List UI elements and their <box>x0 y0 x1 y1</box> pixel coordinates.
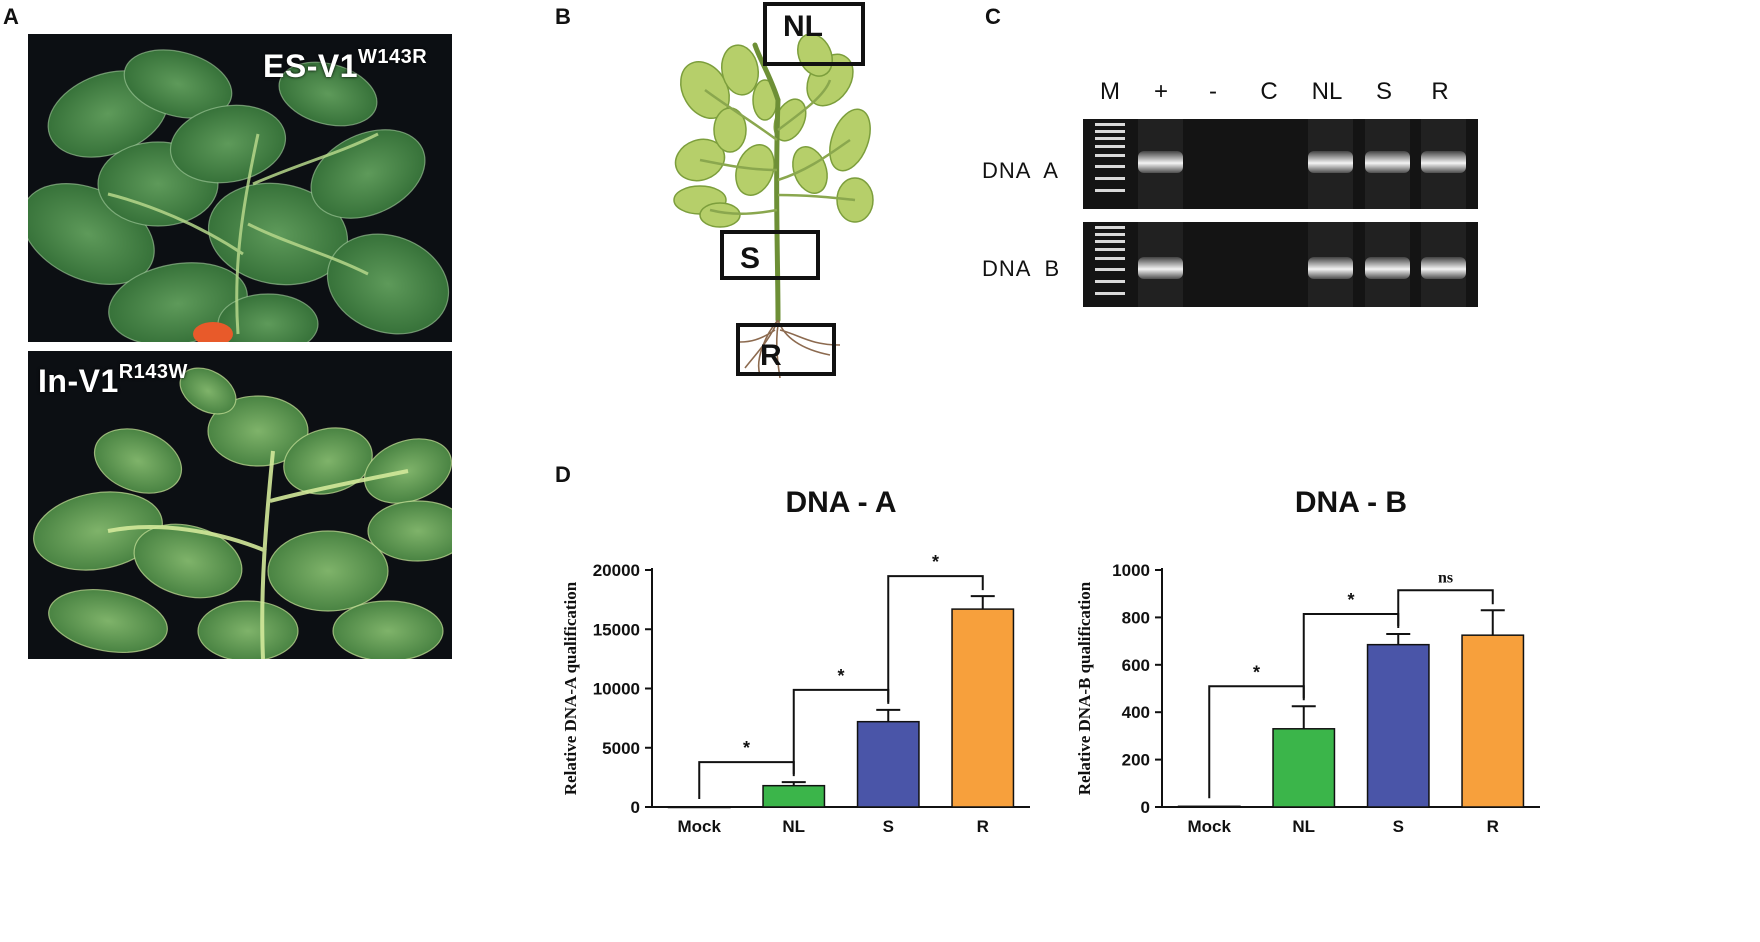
x-tick-label-r: R <box>977 817 989 836</box>
band-r <box>1421 257 1466 279</box>
x-tick-label-mock: Mock <box>1188 817 1232 836</box>
lane-label-minus: - <box>1209 78 1217 105</box>
chart-title: DNA - A <box>785 486 896 519</box>
lane-label-plus: + <box>1153 78 1168 105</box>
chart-title: DNA - B <box>1295 486 1407 519</box>
band-r <box>1421 151 1466 173</box>
ladder-bands <box>1095 123 1125 192</box>
y-axis-label: Relative DNA-B qualification <box>1075 581 1094 795</box>
y-tick-label: 20000 <box>593 561 640 580</box>
x-tick-label-nl: NL <box>782 817 805 836</box>
y-tick-label: 10000 <box>593 680 640 699</box>
y-tick-label: 200 <box>1122 751 1150 770</box>
y-tick-label: 5000 <box>602 739 640 758</box>
significance-label: * <box>743 738 750 758</box>
gel-image-dna-a <box>1083 119 1478 209</box>
es-v1-label: ES-V1W143R <box>263 46 428 84</box>
panel-d-letter: D <box>555 462 571 487</box>
band-s <box>1365 151 1410 173</box>
x-tick-label-mock: Mock <box>678 817 722 836</box>
bar-r <box>951 608 1015 808</box>
bar-mock <box>1177 805 1241 808</box>
band-plus <box>1138 257 1183 279</box>
ladder-bands <box>1095 226 1125 295</box>
bar-s <box>856 720 920 808</box>
lane-label-nl: NL <box>1311 78 1343 105</box>
significance-label: * <box>1347 590 1354 610</box>
lane-label-s: S <box>1375 78 1392 105</box>
y-tick-label: 1000 <box>1112 561 1150 580</box>
significance-bracket: ns <box>1397 569 1494 626</box>
bar-r <box>1461 634 1525 808</box>
y-tick-label: 0 <box>631 798 640 817</box>
y-tick-label: 400 <box>1122 703 1150 722</box>
y-tick-label: 800 <box>1122 608 1150 627</box>
bar-nl <box>1272 728 1336 808</box>
region-box-s: S <box>720 230 820 280</box>
panel-b-letter: B <box>555 4 571 29</box>
band-s <box>1365 257 1410 279</box>
significance-label: ns <box>1438 569 1453 586</box>
band-nl <box>1308 257 1353 279</box>
panel-a-letter: A <box>3 4 19 29</box>
gel-row-label-dna-b: DNA B <box>982 256 1061 281</box>
panel-c-letter: C <box>985 4 1001 29</box>
significance-label: * <box>1253 662 1260 682</box>
bar-nl <box>762 784 826 808</box>
in-v1-plant-photo: In-V1R143W <box>28 351 452 659</box>
lane-label-m: M <box>1100 78 1120 105</box>
significance-bracket: * <box>887 552 984 702</box>
y-axis-label: Relative DNA-A qualification <box>561 581 580 795</box>
y-tick-label: 15000 <box>593 620 640 639</box>
bar-mock <box>667 806 731 809</box>
gel-image-dna-b <box>1083 222 1478 307</box>
region-box-r: R <box>736 323 836 376</box>
in-v1-label: In-V1R143W <box>38 361 188 399</box>
y-tick-label: 600 <box>1122 656 1150 675</box>
significance-label: * <box>837 666 844 686</box>
chart-dna-b: DNA - B Relative DNA-B qualification 0 200 4… <box>1060 480 1560 937</box>
region-box-nl: NL <box>763 2 865 66</box>
x-tick-label-r: R <box>1487 817 1499 836</box>
es-v1-plant-photo: ES-V1W143R <box>28 34 452 342</box>
band-nl <box>1308 151 1353 173</box>
bracket-line <box>887 575 984 702</box>
bracket-line <box>1397 589 1494 626</box>
y-tick-label: 0 <box>1141 798 1150 817</box>
gel-row-label-dna-a: DNA A <box>982 158 1059 183</box>
chart-dna-a: DNA - A Relative DNA-A qualification 0 5000… <box>550 480 1050 937</box>
lane-label-r: R <box>1431 78 1449 105</box>
x-tick-label-nl: NL <box>1292 817 1315 836</box>
lane-label-c: C <box>1260 78 1278 105</box>
x-tick-label-s: S <box>883 817 894 836</box>
x-tick-label-s: S <box>1393 817 1404 836</box>
band-plus <box>1138 151 1183 173</box>
significance-label: * <box>932 552 939 572</box>
bar-s <box>1366 643 1430 808</box>
